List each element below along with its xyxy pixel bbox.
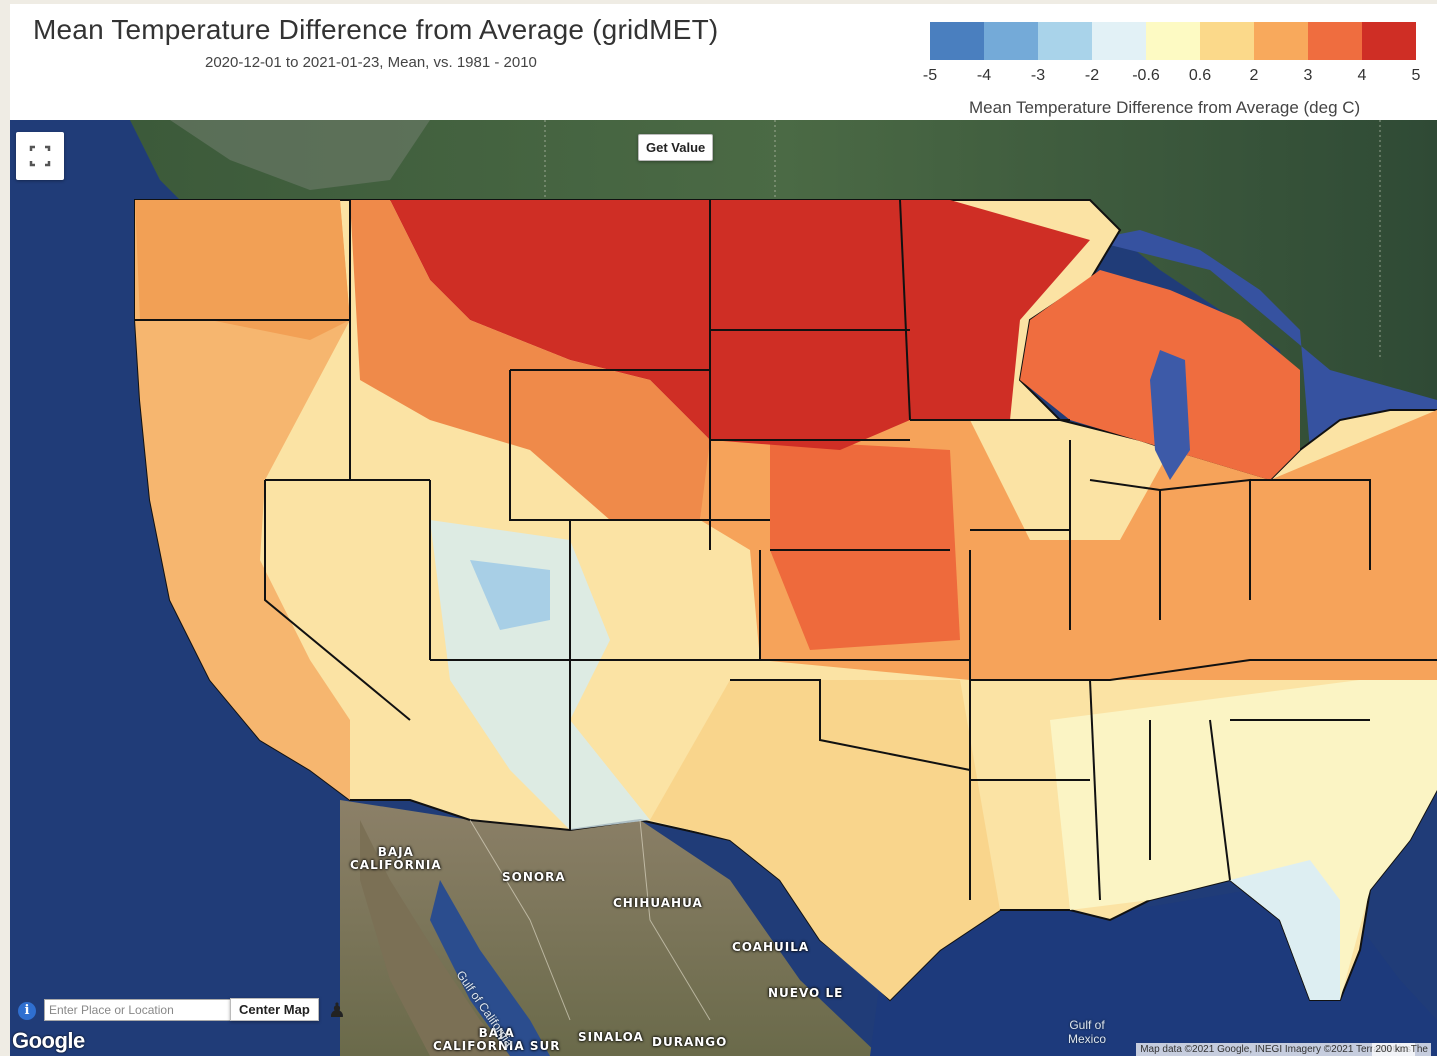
google-logo: Google (12, 1028, 85, 1053)
label-gulf-of-mexico: Gulf of Mexico (1068, 1018, 1107, 1046)
legend-swatch (1038, 22, 1092, 60)
legend-tick-label: -0.6 (1132, 67, 1160, 84)
corner-text: The (1410, 1044, 1428, 1055)
get-value-button[interactable]: Get Value (638, 134, 714, 161)
lake-michigan (1150, 350, 1190, 480)
label-nuevo-leon: NUEVO LE (768, 986, 844, 1000)
southeast-near-normal (1050, 670, 1437, 1000)
gulf-of-california-water (430, 880, 550, 1056)
northern-rockies-warm (350, 200, 710, 520)
street-view-pegman-icon[interactable]: ♟ (328, 1000, 346, 1022)
legend-title: Mean Temperature Difference from Average… (969, 98, 1361, 117)
legend-tick-label: 5 (1411, 67, 1421, 84)
info-icon[interactable]: i (18, 1002, 36, 1020)
legend-tick-label: -4 (976, 67, 992, 84)
baja-peninsula (360, 820, 510, 1056)
pacific-northwest-warm (135, 200, 350, 340)
mexico-borders (469, 819, 711, 1021)
label-sonora: SONORA (502, 870, 566, 884)
legend-tick-label: -5 (922, 67, 938, 84)
label-baja-california: BAJA CALIFORNIA (350, 845, 442, 872)
page-title: Mean Temperature Difference from Average… (33, 14, 719, 45)
top-border (0, 0, 1437, 4)
legend-tick-label: 0.6 (1188, 67, 1212, 84)
kansas-nebraska-warmer (770, 440, 960, 650)
legend-swatch (1092, 22, 1146, 60)
florida-cool (1230, 860, 1340, 1000)
label-baja-california-sur: BAJA CALIFORNIA SUR (433, 1026, 561, 1053)
fullscreen-icon (29, 145, 51, 167)
canada-land (130, 120, 1437, 480)
legend-swatch (984, 22, 1038, 60)
four-corners-cool (470, 560, 550, 630)
legend-tick-label: 4 (1357, 67, 1367, 84)
legend-swatch (930, 22, 984, 60)
label-chihuahua: CHIHUAHUA (613, 896, 703, 910)
map-svg (10, 120, 1437, 1056)
legend-tick-label: -2 (1084, 67, 1100, 84)
left-border (0, 0, 10, 1056)
label-durango: DURANGO (652, 1035, 728, 1049)
legend-swatch (1254, 22, 1308, 60)
label-coahuila: COAHUILA (732, 940, 810, 954)
center-map-button[interactable]: Center Map (230, 998, 319, 1021)
legend-swatch (1362, 22, 1416, 60)
southwest-cool (430, 520, 650, 830)
location-search-input[interactable]: Enter Place or Location (44, 999, 234, 1021)
map-attribution: Map data ©2021 Google, INEGI Imagery ©20… (1136, 1043, 1415, 1056)
legend-swatch (1146, 22, 1200, 60)
canada-province-lines (544, 120, 1381, 360)
legend-tick-label: -3 (1030, 67, 1046, 84)
legend-swatch (1308, 22, 1362, 60)
scale-bar[interactable]: 200 km The (1372, 1043, 1431, 1056)
legend-swatch (1200, 22, 1254, 60)
fullscreen-button[interactable] (16, 132, 64, 180)
map-canvas[interactable]: Get Value BAJA CALIFORNIA SONORA CHIHUAH… (10, 120, 1437, 1056)
color-legend-bar (930, 22, 1416, 60)
label-sinaloa: SINALOA (578, 1030, 644, 1044)
legend-tick-label: 2 (1249, 67, 1259, 84)
page-subtitle: 2020-12-01 to 2021-01-23, Mean, vs. 1981… (205, 54, 537, 71)
texas-warm (650, 680, 1000, 1000)
legend-tick-label: 3 (1303, 67, 1313, 84)
northern-plains-hottest (390, 200, 1090, 450)
canada-mountains (170, 120, 430, 190)
state-boundaries (135, 199, 1437, 901)
scale-label: 200 km (1375, 1044, 1409, 1055)
west-coast-warm (135, 200, 350, 800)
